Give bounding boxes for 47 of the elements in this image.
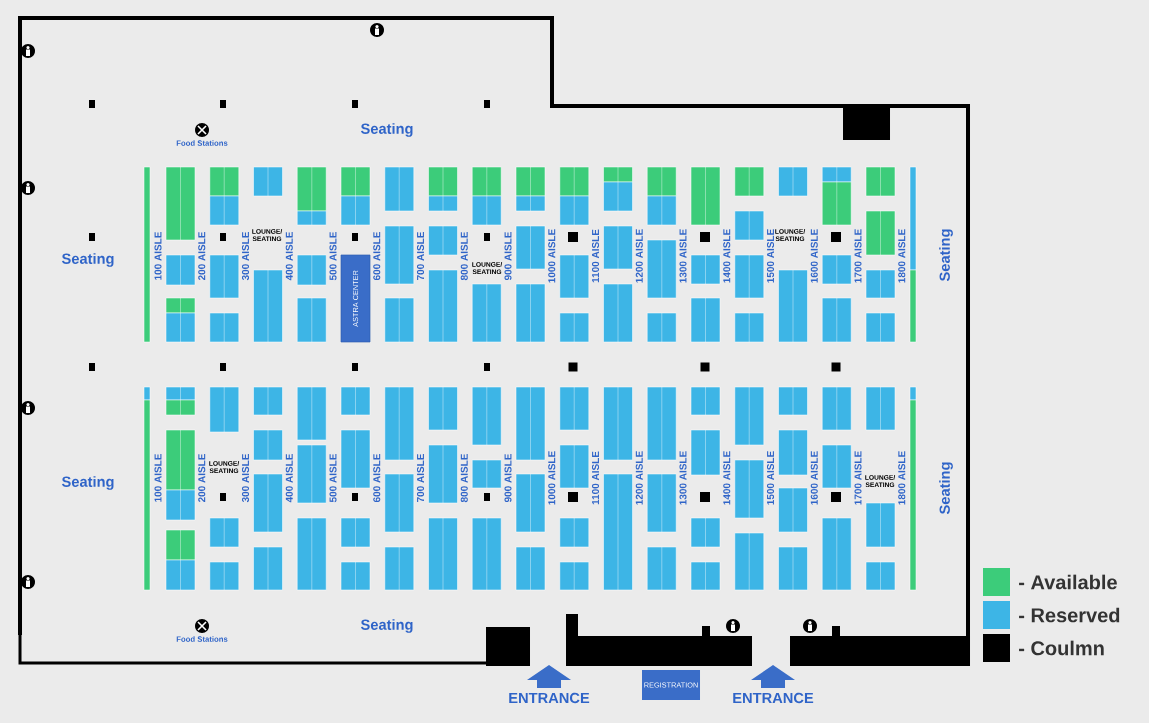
aisle-label: 1400 AISLE [723,229,731,283]
aisle-label: 1000 AISLE [548,229,556,283]
aisle-label: 1700 AISLE [854,451,862,505]
aisle-label: 200 AISLE [198,453,206,503]
aisle-label: 400 AISLE [285,231,293,281]
aisle-label: 600 AISLE [373,453,381,503]
aisle-label: 700 AISLE [416,453,425,502]
aisle-label: 1700 AISLE [854,229,862,283]
entrance-label: ENTRANCE [509,692,590,704]
area-label: Seating [939,229,953,282]
area-label: Seating [61,476,114,490]
area-label: Seating [939,462,953,515]
legend-label: - Reserved [1019,607,1120,623]
aisle-label: 1200 AISLE [635,451,643,505]
aisle-label: 500 AISLE [329,453,337,503]
aisle-label: 1600 AISLE [810,451,818,505]
aisle-label: 1200 AISLE [635,229,643,283]
aisle-label: 1600 AISLE [810,229,818,283]
aisle-label: 1100 AISLE [591,451,600,505]
aisle-label: 800 AISLE [460,453,468,503]
aisle-label: 1800 AISLE [898,229,906,283]
aisle-label: 100 AISLE [154,231,162,280]
area-label: Seating [360,619,413,633]
aisle-label: 300 AISLE [241,231,250,281]
aisle-label: 1800 AISLE [898,451,906,505]
legend-label: - Coulmn [1019,640,1104,656]
aisle-label: 1400 AISLE [723,451,731,505]
aisle-label: 200 AISLE [198,231,206,281]
aisle-label: 1500 AISLE [766,229,775,283]
aisle-label: 800 AISLE [460,231,468,281]
aisle-label: 1300 AISLE [679,229,687,283]
aisle-label: 1100 AISLE [591,229,600,283]
aisle-label: 1500 AISLE [766,451,775,505]
entrance-label: ENTRANCE [733,692,814,704]
area-label: Seating [61,253,114,267]
aisle-label: 400 AISLE [285,453,293,503]
aisle-label: 500 AISLE [329,231,337,281]
aisle-label: 300 AISLE [241,453,250,503]
legend-label: - Available [1019,574,1117,590]
aisle-label: 600 AISLE [373,231,381,281]
aisle-label: 900 AISLE [504,453,512,503]
aisle-label: 700 AISLE [416,231,425,280]
aisle-label: 1000 AISLE [548,451,556,505]
aisle-label: 1300 AISLE [679,451,687,505]
aisle-label: 900 AISLE [504,231,512,281]
aisle-label: 100 AISLE [154,453,162,502]
area-label: Seating [360,123,413,137]
